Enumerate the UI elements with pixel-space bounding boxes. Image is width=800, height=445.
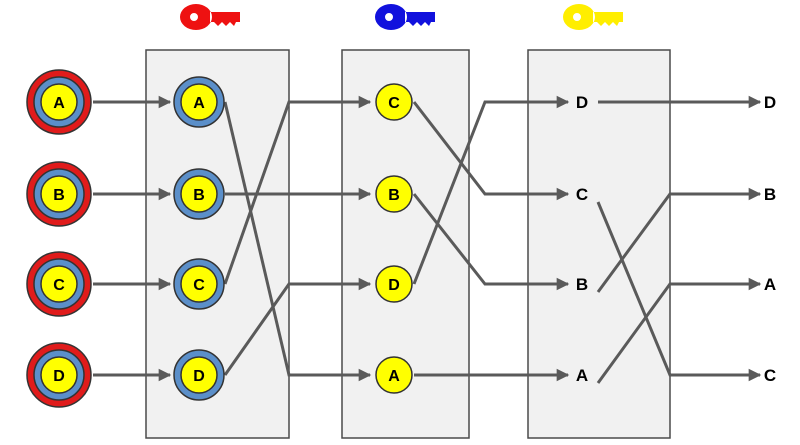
input-node-c: C <box>26 251 92 317</box>
stage-2-node: C <box>375 83 413 121</box>
key-icon <box>180 4 240 30</box>
output-label: B <box>764 185 776 204</box>
wire <box>412 95 570 285</box>
stage-2-label: A <box>388 368 400 385</box>
wire <box>596 187 762 293</box>
wire <box>223 277 372 376</box>
input-label-d: D <box>53 368 65 385</box>
input-label-a: A <box>53 95 65 112</box>
stage-2-nodes: C B D A <box>375 83 413 394</box>
stage-3-box <box>527 49 671 439</box>
wire <box>412 101 570 201</box>
stage-1-label: D <box>193 368 205 385</box>
output-label: D <box>764 93 776 112</box>
stage-3-nodes: D C B A <box>576 93 588 385</box>
output-label: C <box>764 366 776 385</box>
wire <box>596 277 762 384</box>
output-label: A <box>764 275 776 294</box>
output-labels: D B A C <box>764 93 776 385</box>
stage-3-label: C <box>576 185 588 204</box>
stage-1-node: B <box>173 168 225 220</box>
stage-2-node: A <box>375 356 413 394</box>
input-node-a: A <box>26 69 92 135</box>
stage-2-label: C <box>388 95 400 112</box>
stage-2-node: D <box>375 265 413 303</box>
connections <box>93 95 762 384</box>
input-label-c: C <box>53 277 65 294</box>
stage-1-node: A <box>173 76 225 128</box>
stage-1-label: A <box>193 95 205 112</box>
key-icon <box>375 4 435 30</box>
input-nodes: A B C D <box>26 69 92 408</box>
stage-1-label: C <box>193 277 205 294</box>
stage-2-node: B <box>375 175 413 213</box>
input-node-d: D <box>26 342 92 408</box>
wire <box>223 95 372 285</box>
stage-2-label: B <box>388 187 400 204</box>
stage-1-nodes: A B C D <box>173 76 225 401</box>
stage-1-label: B <box>193 187 205 204</box>
stage-1-node: D <box>173 349 225 401</box>
input-label-b: B <box>53 187 65 204</box>
stage-3-label: A <box>576 366 588 385</box>
stage-3-label: D <box>576 93 588 112</box>
stage-1-node: C <box>173 258 225 310</box>
input-node-b: B <box>26 161 92 227</box>
stage-2-label: D <box>388 277 400 294</box>
key-icon <box>563 4 623 30</box>
stage-3-label: B <box>576 275 588 294</box>
